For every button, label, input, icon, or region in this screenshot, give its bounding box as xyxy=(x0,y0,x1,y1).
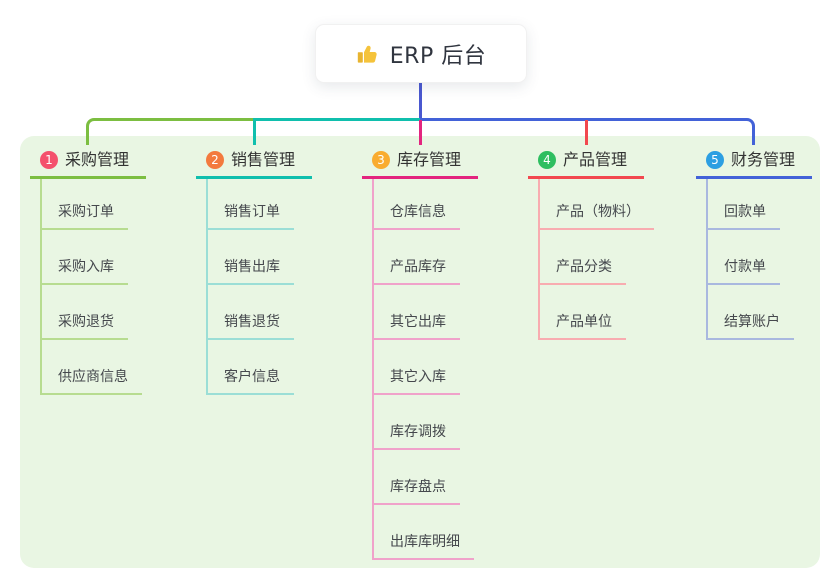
child-node[interactable]: 产品（物料） xyxy=(540,203,654,230)
branch-children: 仓库信息 产品库存 其它出库 其它入库 库存调拨 库存盘点 出库库明细 xyxy=(372,179,478,560)
child-node[interactable]: 其它出库 xyxy=(374,313,460,340)
child-node-row: 产品（物料） xyxy=(540,179,654,230)
branch-children: 销售订单 销售出库 销售退货 客户信息 xyxy=(206,179,312,395)
child-node[interactable]: 销售退货 xyxy=(208,313,294,340)
child-node-row: 销售退货 xyxy=(208,285,312,340)
child-node-row: 产品分类 xyxy=(540,230,654,285)
child-node-row: 回款单 xyxy=(708,179,812,230)
child-node-row: 库存调拨 xyxy=(374,395,478,450)
branch5-horizontal-connector xyxy=(420,118,745,121)
branch-label: 销售管理 xyxy=(231,150,296,169)
child-node[interactable]: 采购入库 xyxy=(42,258,128,285)
child-node-row: 采购订单 xyxy=(42,179,146,230)
branch-header-finance[interactable]: 5 财务管理 xyxy=(696,150,812,179)
branch2-horizontal-connector xyxy=(253,118,421,121)
child-node[interactable]: 库存调拨 xyxy=(374,423,460,450)
child-node-row: 产品库存 xyxy=(374,230,478,285)
branch-label: 库存管理 xyxy=(397,150,462,169)
child-node-row: 采购入库 xyxy=(42,230,146,285)
child-node[interactable]: 其它入库 xyxy=(374,368,460,395)
mindmap-panel xyxy=(20,136,820,568)
root-trunk-connector xyxy=(419,83,422,119)
child-node[interactable]: 采购退货 xyxy=(42,313,128,340)
branch3-drop-connector xyxy=(419,120,422,145)
child-node[interactable]: 付款单 xyxy=(708,258,780,285)
child-node[interactable]: 结算账户 xyxy=(708,313,794,340)
child-node-row: 其它入库 xyxy=(374,340,478,395)
branch-children: 产品（物料） 产品分类 产品单位 xyxy=(538,179,654,340)
branch-number-badge: 5 xyxy=(706,151,724,169)
branch-children: 回款单 付款单 结算账户 xyxy=(706,179,812,340)
child-node-row: 销售订单 xyxy=(208,179,312,230)
branch-label: 采购管理 xyxy=(65,150,130,169)
branch-label: 财务管理 xyxy=(731,150,796,169)
child-node-row: 出库库明细 xyxy=(374,505,478,560)
branch1-connector-bend xyxy=(86,118,98,145)
child-node[interactable]: 销售出库 xyxy=(208,258,294,285)
child-node-row: 客户信息 xyxy=(208,340,312,395)
branch-finance-management: 5 财务管理 回款单 付款单 结算账户 xyxy=(696,150,812,340)
branch-purchase-management: 1 采购管理 采购订单 采购入库 采购退货 供应商信息 xyxy=(30,150,146,395)
thumbs-up-icon xyxy=(357,45,377,63)
child-node-row: 库存盘点 xyxy=(374,450,478,505)
child-node[interactable]: 供应商信息 xyxy=(42,368,142,395)
branch-header-purchase[interactable]: 1 采购管理 xyxy=(30,150,146,179)
child-node-row: 仓库信息 xyxy=(374,179,478,230)
branch-sales-management: 2 销售管理 销售订单 销售出库 销售退货 客户信息 xyxy=(196,150,312,395)
child-node[interactable]: 产品库存 xyxy=(374,258,460,285)
branch-number-badge: 2 xyxy=(206,151,224,169)
branch-header-inventory[interactable]: 3 库存管理 xyxy=(362,150,478,179)
branch2-drop-connector xyxy=(253,120,256,145)
child-node[interactable]: 采购订单 xyxy=(42,203,128,230)
child-node[interactable]: 销售订单 xyxy=(208,203,294,230)
child-node[interactable]: 产品分类 xyxy=(540,258,626,285)
branch-inventory-management: 3 库存管理 仓库信息 产品库存 其它出库 其它入库 库存调拨 库存盘点 出库库… xyxy=(362,150,478,560)
child-node-row: 其它出库 xyxy=(374,285,478,340)
branch-header-sales[interactable]: 2 销售管理 xyxy=(196,150,312,179)
branch-header-product[interactable]: 4 产品管理 xyxy=(528,150,644,179)
child-node-row: 供应商信息 xyxy=(42,340,146,395)
child-node[interactable]: 客户信息 xyxy=(208,368,294,395)
branch-product-management: 4 产品管理 产品（物料） 产品分类 产品单位 xyxy=(528,150,654,340)
child-node[interactable]: 回款单 xyxy=(708,203,780,230)
child-node[interactable]: 仓库信息 xyxy=(374,203,460,230)
branch-number-badge: 3 xyxy=(372,151,390,169)
child-node[interactable]: 产品单位 xyxy=(540,313,626,340)
branch-label: 产品管理 xyxy=(563,150,628,169)
child-node[interactable]: 库存盘点 xyxy=(374,478,460,505)
root-node-erp[interactable]: ERP 后台 xyxy=(315,24,527,83)
branch5-connector-bend xyxy=(743,118,755,145)
child-node-row: 采购退货 xyxy=(42,285,146,340)
branch-number-badge: 1 xyxy=(40,151,58,169)
root-node-title: ERP 后台 xyxy=(389,43,487,69)
branch4-drop-connector xyxy=(585,120,588,145)
branch-number-badge: 4 xyxy=(538,151,556,169)
child-node-row: 产品单位 xyxy=(540,285,654,340)
branch-children: 采购订单 采购入库 采购退货 供应商信息 xyxy=(40,179,146,395)
child-node-row: 销售出库 xyxy=(208,230,312,285)
child-node[interactable]: 出库库明细 xyxy=(374,533,474,560)
child-node-row: 付款单 xyxy=(708,230,812,285)
child-node-row: 结算账户 xyxy=(708,285,812,340)
